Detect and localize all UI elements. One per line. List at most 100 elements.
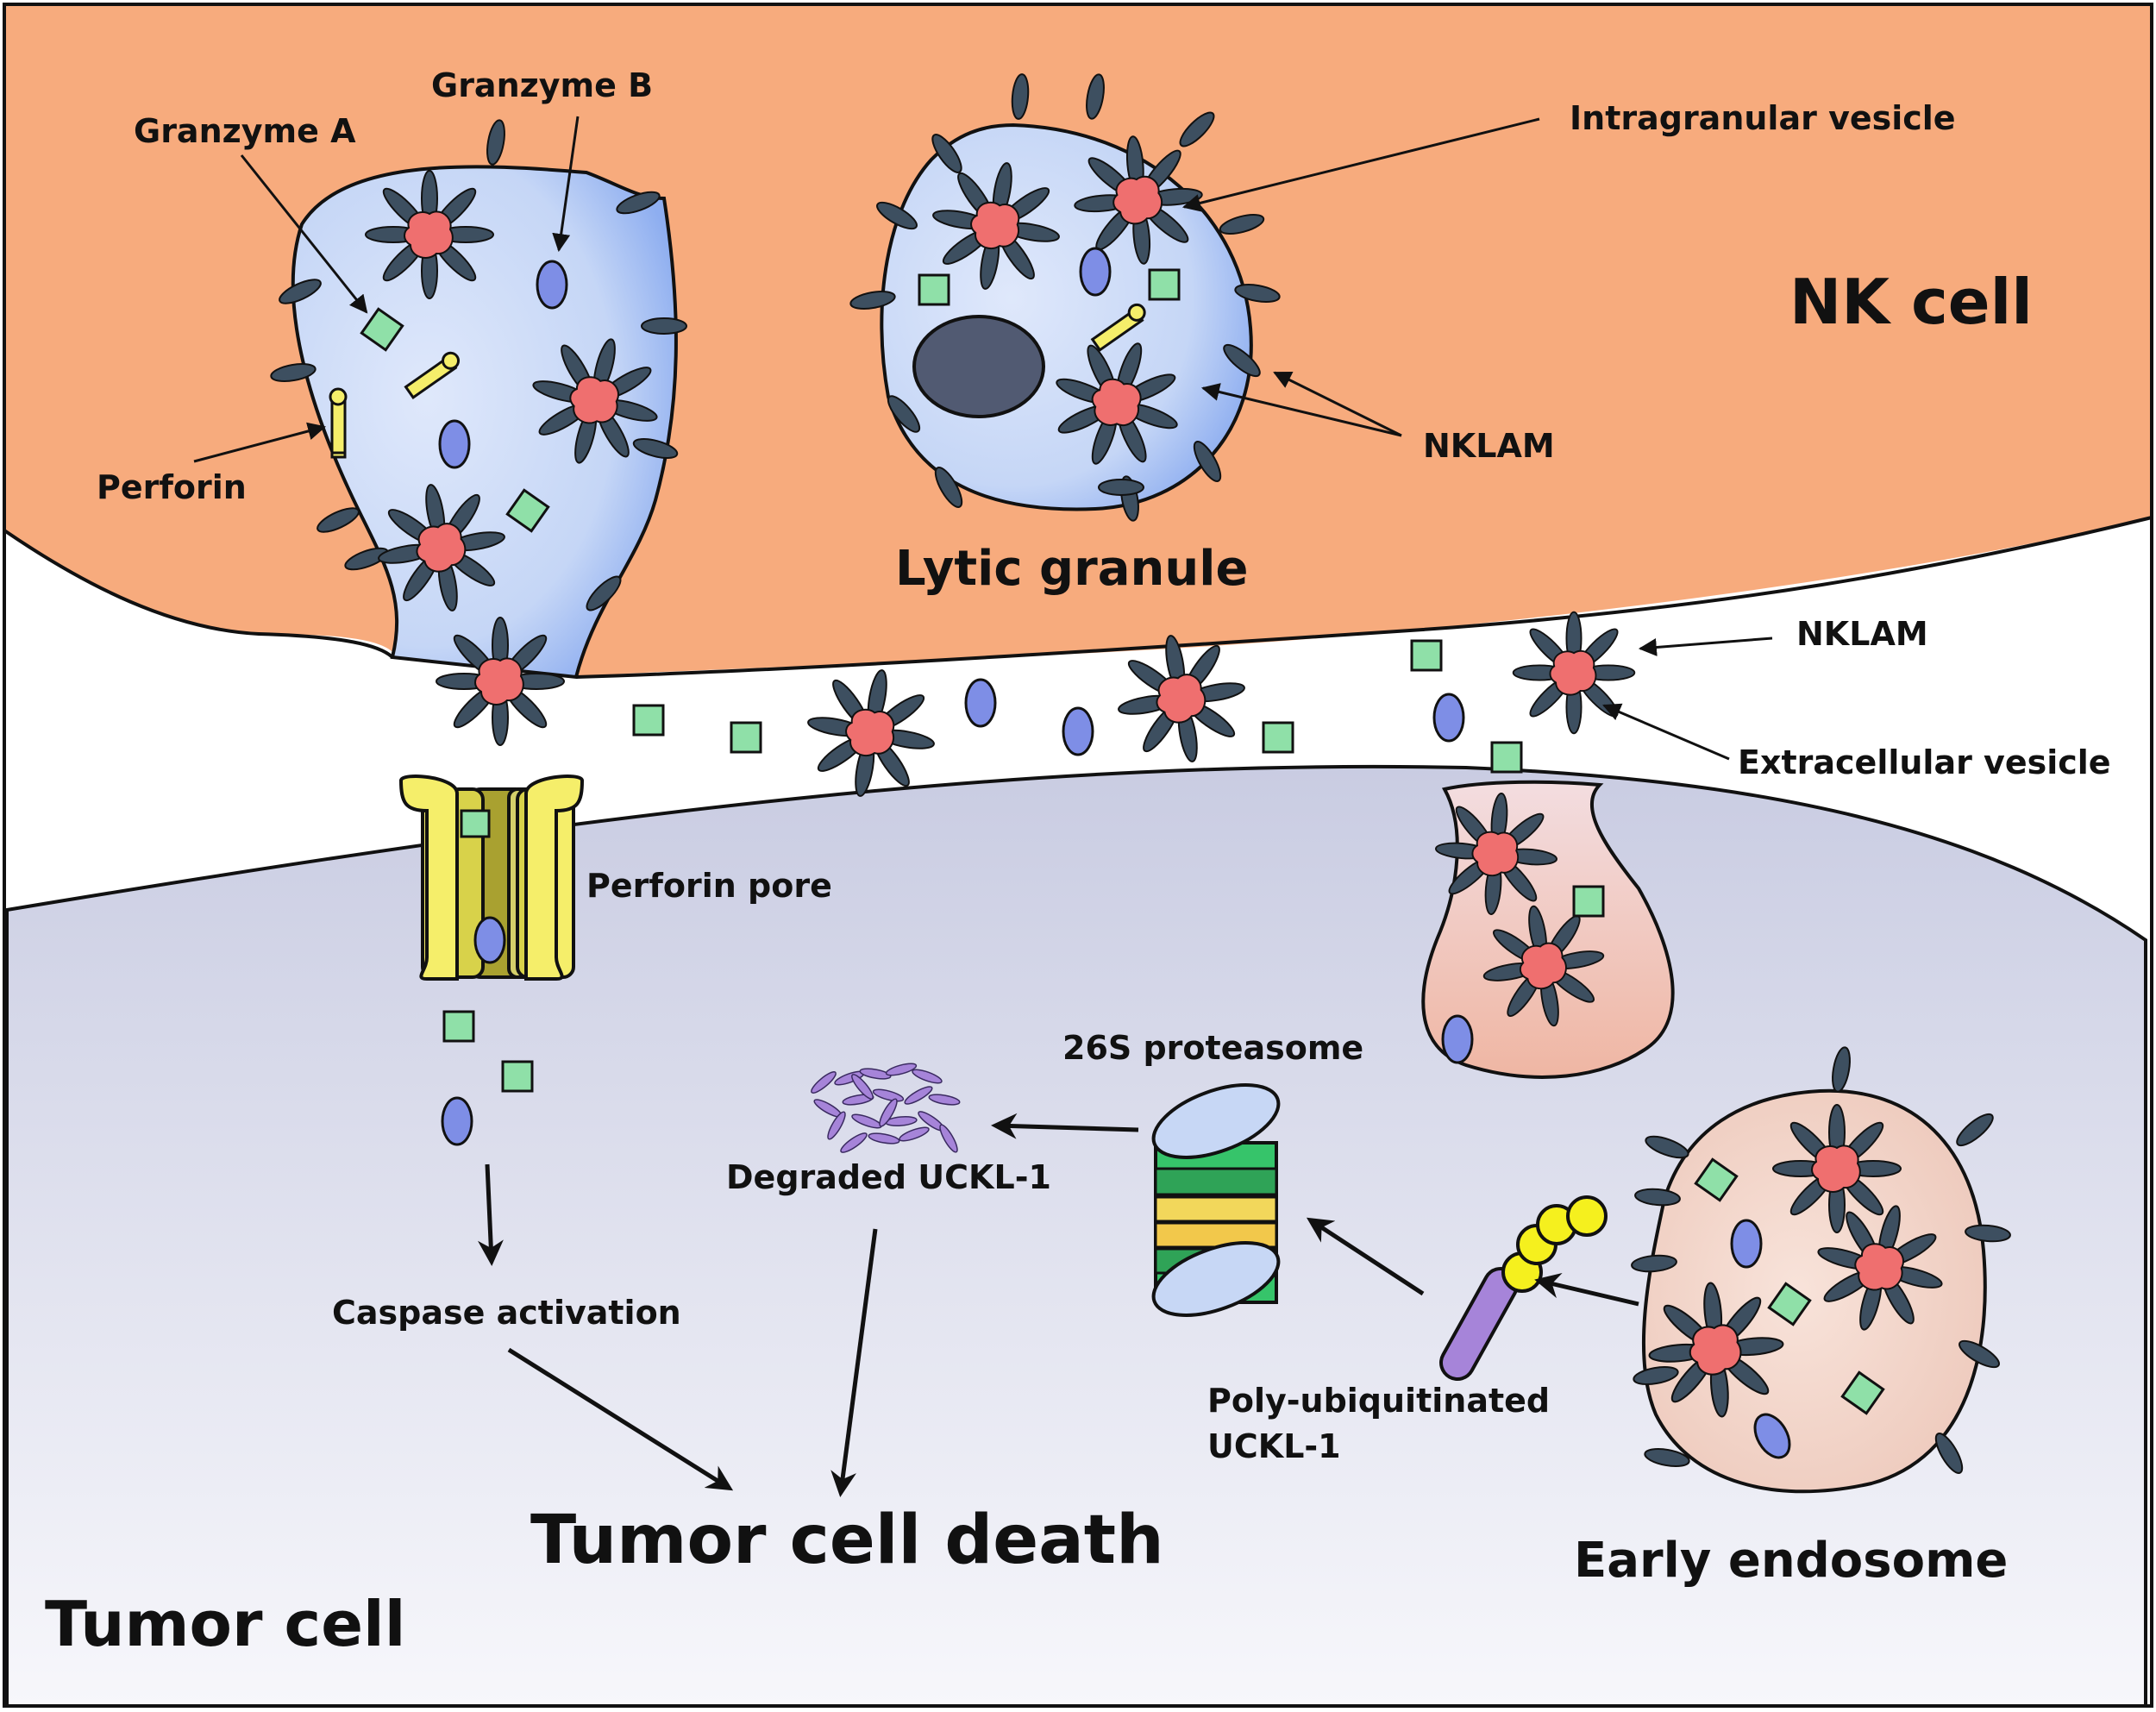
granzyme-a — [730, 721, 762, 754]
nklam-spike — [632, 438, 679, 459]
uckl1-fragment — [840, 1132, 868, 1153]
granzyme-a — [1262, 721, 1294, 754]
nklam-spike — [1832, 1046, 1851, 1093]
nklam-spike — [1959, 1339, 2000, 1369]
nklam-spike — [279, 279, 322, 304]
label-lytic-granule: Lytic granule — [895, 541, 1248, 597]
nklam-spike — [1956, 1113, 1994, 1147]
nklam-spike — [931, 134, 962, 173]
nklam-spike — [586, 575, 622, 611]
uckl1-fragment — [811, 1071, 837, 1094]
perforin-molecule — [329, 387, 348, 459]
nklam-vesicle — [932, 162, 1060, 290]
granzyme-a — [1767, 1282, 1812, 1326]
uckl1-fragment — [939, 1124, 958, 1153]
nklam-vesicles — [365, 135, 1943, 1418]
perforin-molecule — [404, 351, 461, 399]
granzyme-a — [918, 273, 950, 306]
nklam-vesicle — [365, 170, 494, 299]
granzyme-a — [1694, 1157, 1739, 1202]
nklam-spike — [1934, 1433, 1964, 1474]
nklam-spike — [1179, 111, 1215, 147]
label-nk-cell: NK cell — [1789, 266, 2033, 338]
uckl1-fragment — [851, 1074, 874, 1100]
granzyme-a — [1572, 885, 1605, 918]
label-26s-proteasome: 26S proteasome — [1062, 1029, 1363, 1067]
granzyme-b — [964, 678, 997, 728]
label-perforin-pore: Perforin pore — [586, 867, 832, 905]
nklam-spike — [1219, 214, 1265, 235]
uckl1-fragment — [879, 1098, 898, 1127]
nklam-spike — [934, 467, 963, 508]
nklam-spike — [1631, 1254, 1677, 1273]
granzyme-a — [1410, 639, 1443, 672]
nklam-vesicle — [1118, 635, 1245, 762]
nklam-membrane-spikes — [270, 73, 2011, 1474]
granzyme-b-ovals — [438, 247, 1791, 1459]
label-uckl1: UCKL-1 — [1207, 1427, 1341, 1465]
label-intragranular-vesicle: Intragranular vesicle — [1570, 99, 1956, 137]
granzyme-b — [1730, 1219, 1763, 1269]
nklam-spike — [1011, 73, 1030, 120]
nklam-spike — [1234, 284, 1281, 303]
nklam-spike — [1633, 1366, 1679, 1385]
nklam-vesicle — [807, 669, 935, 797]
nklam-vesicle — [1772, 1104, 1902, 1233]
uckl1-fragment — [859, 1068, 892, 1080]
nklam-spike — [1086, 73, 1105, 120]
granzyme-a — [1490, 741, 1523, 774]
granzyme-b — [1079, 247, 1112, 297]
granzyme-a — [501, 1060, 534, 1093]
degraded-uckl1-fragments — [811, 1063, 961, 1153]
nklam-spike — [1644, 1448, 1690, 1467]
nklam-spike — [849, 291, 896, 310]
label-nklam-granule: NKLAM — [1423, 427, 1555, 465]
granzyme-b — [438, 419, 471, 469]
label-tumor-cell: Tumor cell — [45, 1588, 405, 1660]
label-tumor-cell-death: Tumor cell death — [530, 1502, 1164, 1579]
proteasome-26s — [1151, 1083, 1281, 1317]
granzyme-a — [1840, 1370, 1885, 1415]
label-granzyme-a: Granzyme A — [134, 112, 356, 150]
nklam-vesicle — [1435, 793, 1557, 915]
uckl1-fragment — [928, 1094, 961, 1106]
nklam-vesicle — [378, 484, 505, 611]
nk-cell-membrane — [3, 529, 394, 659]
uckl1-fragment — [904, 1086, 933, 1105]
nklam-spike — [641, 317, 687, 335]
poly-ubiquitinated-uckl1 — [1439, 1195, 1608, 1381]
nk-cell-membrane-right — [575, 516, 2153, 679]
granzyme-b — [1062, 706, 1094, 756]
perforin-molecule — [1090, 303, 1146, 352]
label-poly-ubiquitinated: Poly-ubiquitinated — [1207, 1382, 1550, 1420]
nklam-spike — [876, 201, 918, 230]
nklam-spike — [1223, 343, 1261, 378]
uckl1-fragment — [885, 1063, 918, 1076]
fusing-granule — [291, 165, 678, 680]
granzyme-a — [505, 488, 550, 533]
label-granzyme-b: Granzyme B — [431, 66, 653, 104]
uckl1-fragment — [872, 1088, 905, 1102]
pointer-arrows — [193, 116, 1773, 761]
perforin-pore — [398, 774, 585, 981]
nklam-spike — [1193, 441, 1222, 482]
nklam-vesicle — [436, 617, 565, 746]
label-early-endosome: Early endosome — [1574, 1533, 2008, 1589]
granzyme-b — [1432, 693, 1465, 743]
granzyme-a — [442, 1010, 475, 1043]
granzyme-a — [360, 307, 404, 352]
nklam-spike — [270, 363, 317, 382]
nklam-vesicle — [1056, 342, 1178, 465]
nklam-spike — [1098, 479, 1144, 496]
uckl1-fragment — [868, 1132, 900, 1144]
nklam-spike — [317, 507, 360, 533]
uckl1-fragment — [912, 1069, 943, 1084]
granzyme-b — [441, 1096, 473, 1146]
granzyme-a-squares — [360, 268, 1885, 1415]
uckl1-fragment — [899, 1126, 930, 1142]
label-caspase-activation: Caspase activation — [332, 1294, 681, 1332]
nklam-vesicle — [1512, 611, 1636, 735]
nklam-spike — [616, 191, 661, 215]
granzyme-b — [536, 260, 568, 310]
